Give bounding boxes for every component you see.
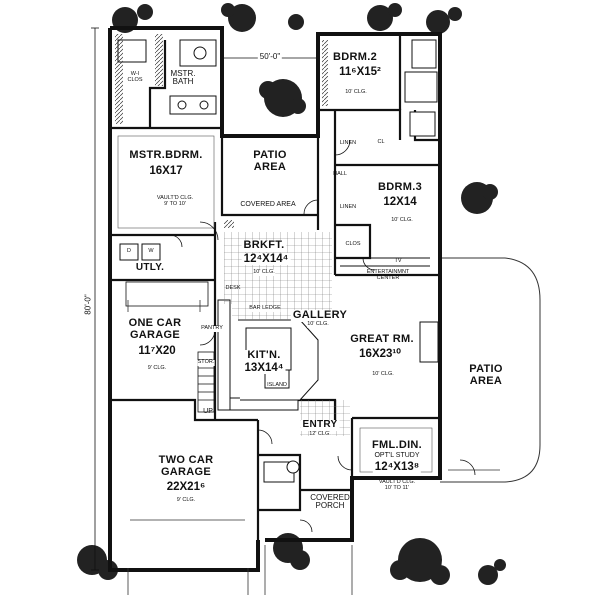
utility-dryer: D (127, 248, 131, 254)
hall-label: HALL (333, 171, 347, 177)
great-room-ceiling: 10' CLG. (372, 371, 394, 377)
linen1-label: LINEN (339, 140, 357, 146)
clos-label: CLOS (345, 241, 361, 247)
interior-walls (108, 34, 440, 540)
master-bedroom-name: MSTR.BDRM. (129, 149, 203, 161)
formal-dining-size: 12⁴X13⁸ (372, 461, 422, 474)
bedroom3-name: BDRM.3 (378, 181, 422, 193)
breakfast-size: 12⁴X14⁴ (241, 253, 291, 266)
overall-width-label: 50'-0" (257, 52, 283, 62)
great-room-name: GREAT RM. (350, 333, 414, 345)
entertainment-label: ENTERTAINMNT CENTER (366, 269, 410, 281)
doors (169, 139, 476, 533)
gallery-ceiling: 10' CLG. (307, 321, 329, 328)
gallery-name: GALLERY (290, 309, 350, 322)
master-bedroom-ceiling: VAULT'D CLG. 9' TO 10' (156, 195, 194, 207)
utility-washer: W (148, 248, 154, 254)
master-bath-label: MSTR. BATH (170, 69, 196, 87)
tv-label: TV (394, 258, 402, 264)
patio-right-label: PATIO AREA (469, 363, 503, 387)
formal-dining-alt: OPT'L STUDY (374, 452, 420, 460)
garage-doors (127, 300, 353, 595)
two-car-garage-size: 22X21⁶ (166, 481, 206, 493)
patio-top-label: PATIO AREA (253, 149, 287, 173)
kitchen-name: KIT'N. (245, 349, 283, 362)
great-room-size: 16X23¹⁰ (359, 348, 401, 360)
covered-porch-label: COVERED PORCH (310, 493, 350, 511)
breakfast-ceiling: 10' CLG. (253, 269, 275, 276)
utility-label: UTLY. (135, 262, 165, 273)
two-car-garage-ceiling: 9' CLG. (176, 497, 196, 503)
bedroom2-size: 11⁶X15² (339, 66, 381, 78)
up-label: UP (203, 408, 213, 415)
bar-ledge-label: BAR LEDGE (249, 305, 281, 312)
formal-dining-name: FML.DIN. (369, 439, 425, 452)
one-car-garage-name: ONE CAR GARAGE (128, 317, 182, 341)
bedroom2-name: BDRM.2 (333, 51, 377, 63)
island-label: ISLAND (267, 382, 287, 388)
storage-label: STOR. (197, 359, 215, 366)
entry-ceiling: 12' CLG. (309, 431, 331, 438)
fixtures (117, 39, 439, 483)
closet-label: CL (377, 139, 385, 145)
bedroom2-ceiling: 10' CLG. (345, 89, 367, 95)
covered-area-label: COVERED AREA (240, 201, 296, 208)
formal-dining-ceiling: VAULT'D CLG. 10' TO 11' (378, 479, 416, 491)
kitchen-size: 13X14⁴ (242, 362, 286, 375)
breakfast-name: BRKFT. (241, 239, 287, 252)
landscape-trees (77, 3, 506, 585)
bedroom3-size: 12X14 (383, 196, 417, 208)
one-car-garage-size: 11⁷X20 (138, 345, 176, 357)
pantry-label: PANTRY (201, 325, 223, 332)
desk-label: DESK (225, 285, 241, 291)
master-bedroom-size: 16X17 (149, 165, 183, 177)
closet-shelves (115, 34, 328, 228)
linen2-label: LINEN (339, 204, 357, 210)
entry-name: ENTRY (300, 419, 340, 431)
bedroom3-ceiling: 10' CLG. (391, 217, 413, 223)
wic-label: W-I CLOS (127, 71, 143, 83)
one-car-garage-ceiling: 9' CLG. (147, 365, 167, 371)
overall-depth-label: 80'-0" (83, 294, 93, 315)
two-car-garage-name: TWO CAR GARAGE (158, 454, 214, 478)
